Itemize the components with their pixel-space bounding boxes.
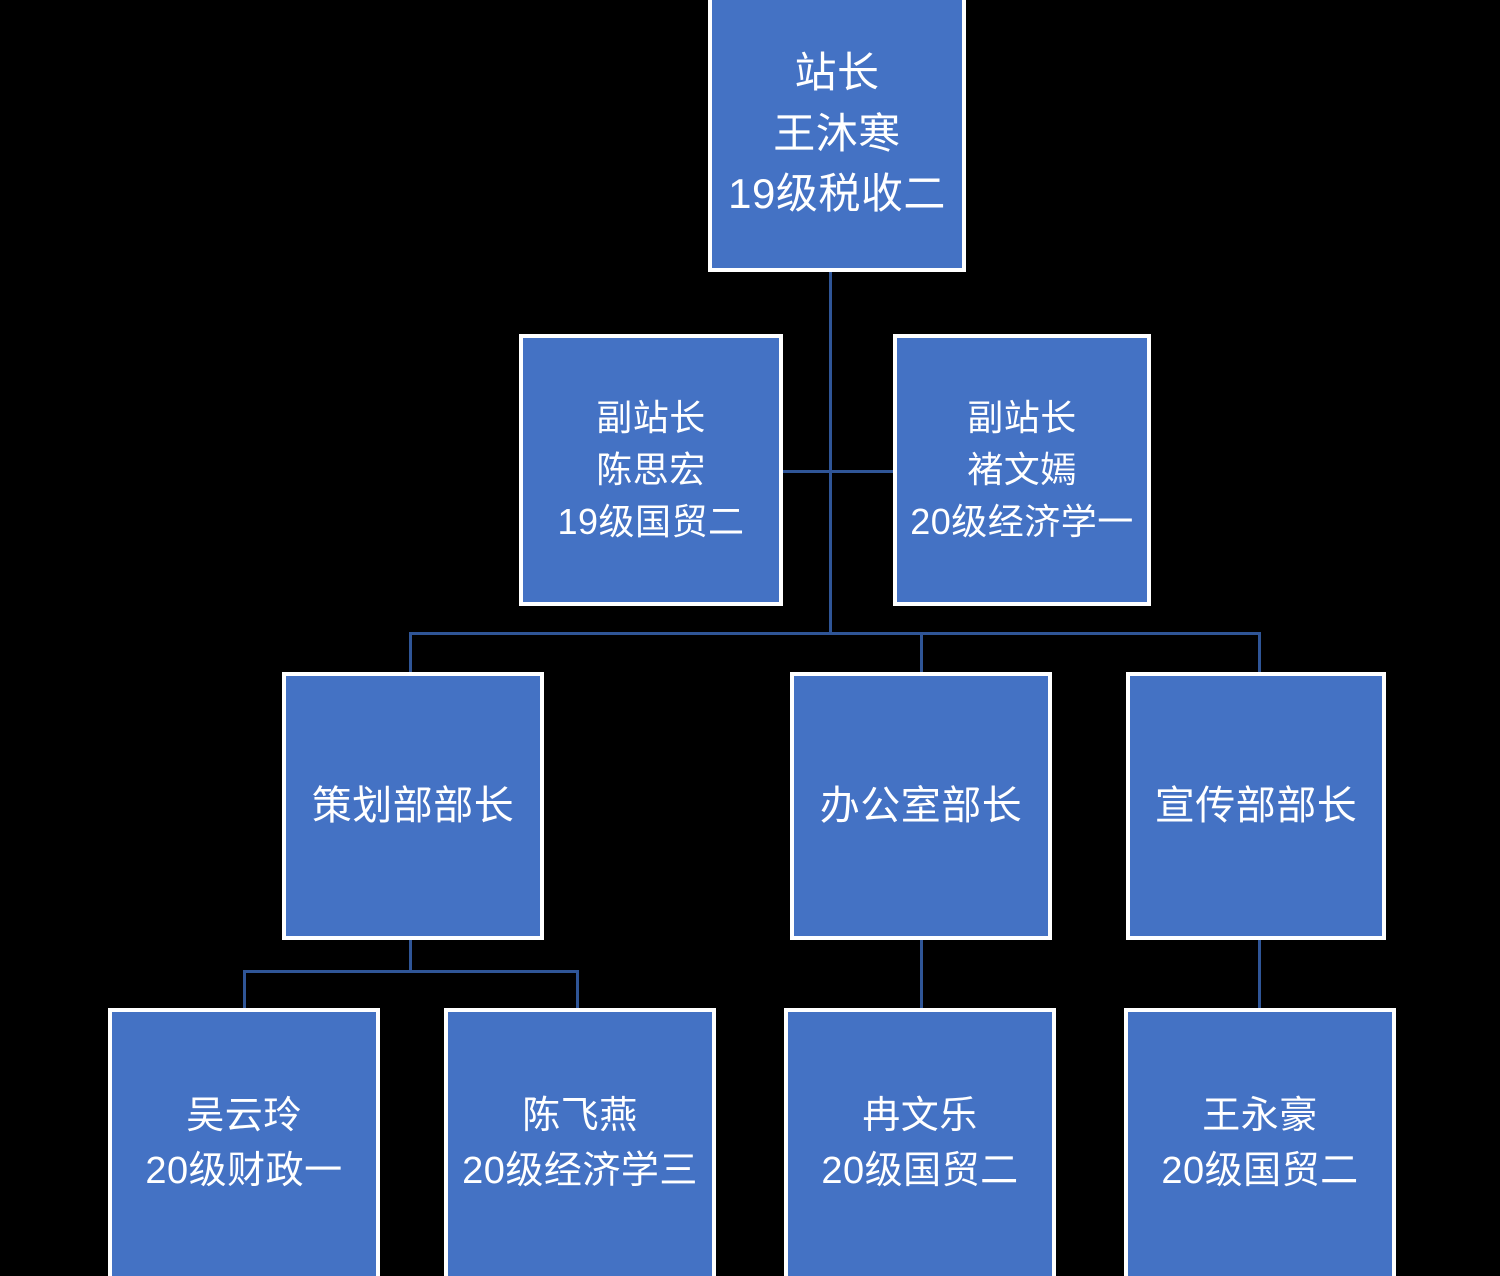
assistant-1-title: 副站长 [596,396,706,438]
connector-bus-dept-1 [243,970,579,973]
node-member-1[interactable]: 吴云玲 20级财政一 [108,1008,380,1276]
node-member-2[interactable]: 陈飞燕 20级经济学三 [444,1008,716,1276]
connector-root-trunk [829,270,832,634]
connector-drop-dept-3 [1258,632,1261,674]
connector-drop-dept-1 [409,632,412,674]
member-2-cohort: 20级经济学三 [462,1150,698,1192]
node-member-4[interactable]: 王永豪 20级国贸二 [1124,1008,1396,1276]
node-department-planning[interactable]: 策划部部长 [282,672,544,940]
node-assistant-1[interactable]: 副站长 陈思宏 19级国贸二 [519,334,783,606]
department-3-title: 宣传部部长 [1154,784,1358,828]
connector-department-bus [409,632,1261,635]
department-1-title: 策划部部长 [311,784,515,828]
connector-drop-member-2 [576,970,579,1010]
node-assistant-2[interactable]: 副站长 褚文嫣 20级经济学一 [893,334,1151,606]
connector-assistant-bar [779,470,897,473]
assistant-1-cohort: 19级国贸二 [557,501,745,543]
member-2-name: 陈飞燕 [522,1094,638,1137]
member-1-name: 吴云玲 [186,1094,302,1137]
root-name: 王沐寒 [773,109,901,157]
assistant-2-name: 褚文嫣 [967,448,1077,490]
connector-stem-dept-1 [409,940,412,972]
member-4-name: 王永豪 [1202,1094,1318,1137]
node-root-station-chief[interactable]: 站长 王沐寒 19级税收二 [708,0,966,272]
department-2-title: 办公室部长 [819,784,1023,828]
root-title: 站长 [794,48,880,96]
node-member-3[interactable]: 冉文乐 20级国贸二 [784,1008,1056,1276]
root-cohort: 19级税收二 [728,170,946,218]
connector-drop-member-4 [1258,940,1261,1010]
assistant-1-name: 陈思宏 [596,448,706,490]
node-department-publicity[interactable]: 宣传部部长 [1126,672,1386,940]
member-3-name: 冉文乐 [862,1094,978,1137]
assistant-2-cohort: 20级经济学一 [910,501,1134,543]
node-department-office[interactable]: 办公室部长 [790,672,1052,940]
connector-drop-member-1 [243,970,246,1010]
assistant-2-title: 副站长 [967,396,1077,438]
connector-drop-member-3 [920,940,923,1010]
member-4-cohort: 20级国贸二 [1161,1150,1359,1192]
connector-drop-dept-2 [920,632,923,674]
member-1-cohort: 20级财政一 [145,1150,343,1192]
member-3-cohort: 20级国贸二 [821,1150,1019,1192]
